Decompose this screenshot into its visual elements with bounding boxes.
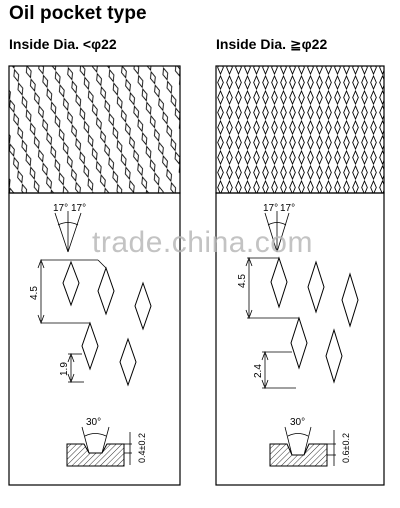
left-texture-sample [8, 65, 181, 194]
right-width-label: 2.4 [253, 364, 264, 378]
right-angle-left-label: 17° [263, 203, 278, 214]
left-angle-right-label: 17° [71, 203, 86, 214]
right-width-dimension [261, 350, 296, 390]
left-diamond-pockets [62, 260, 152, 387]
right-groove-angle-label: 30° [290, 417, 305, 428]
panel-left [8, 65, 181, 486]
right-pitch-dimension [245, 256, 299, 320]
right-angle-marker [264, 211, 290, 253]
right-pitch-label: 4.5 [237, 274, 248, 288]
left-groove-section [66, 426, 132, 467]
left-groove-depth-label: 0.4±0.2 [137, 433, 147, 463]
page-title: Oil pocket type [9, 3, 147, 24]
left-angle-left-label: 17° [53, 203, 68, 214]
left-pitch-dimension [37, 258, 107, 325]
left-angle-marker [54, 211, 82, 253]
right-angle-right-label: 17° [280, 203, 295, 214]
right-groove-section [269, 426, 336, 467]
watermark: trade.china.com [92, 226, 313, 259]
left-pitch-label: 4.5 [29, 286, 40, 300]
left-width-dimension [67, 352, 84, 384]
right-groove-depth-label: 0.6±0.2 [341, 433, 351, 463]
panel-right [215, 65, 385, 486]
left-detail-frame [8, 192, 181, 486]
right-texture-sample [215, 65, 385, 194]
left-width-label: 1.9 [59, 362, 70, 376]
panel-right-heading: Inside Dia. ≧φ22 [216, 36, 328, 52]
right-detail-frame [215, 192, 385, 486]
panel-left-heading: Inside Dia. <φ22 [9, 36, 117, 52]
left-groove-angle-label: 30° [86, 417, 101, 428]
right-diamond-pockets [270, 256, 359, 384]
